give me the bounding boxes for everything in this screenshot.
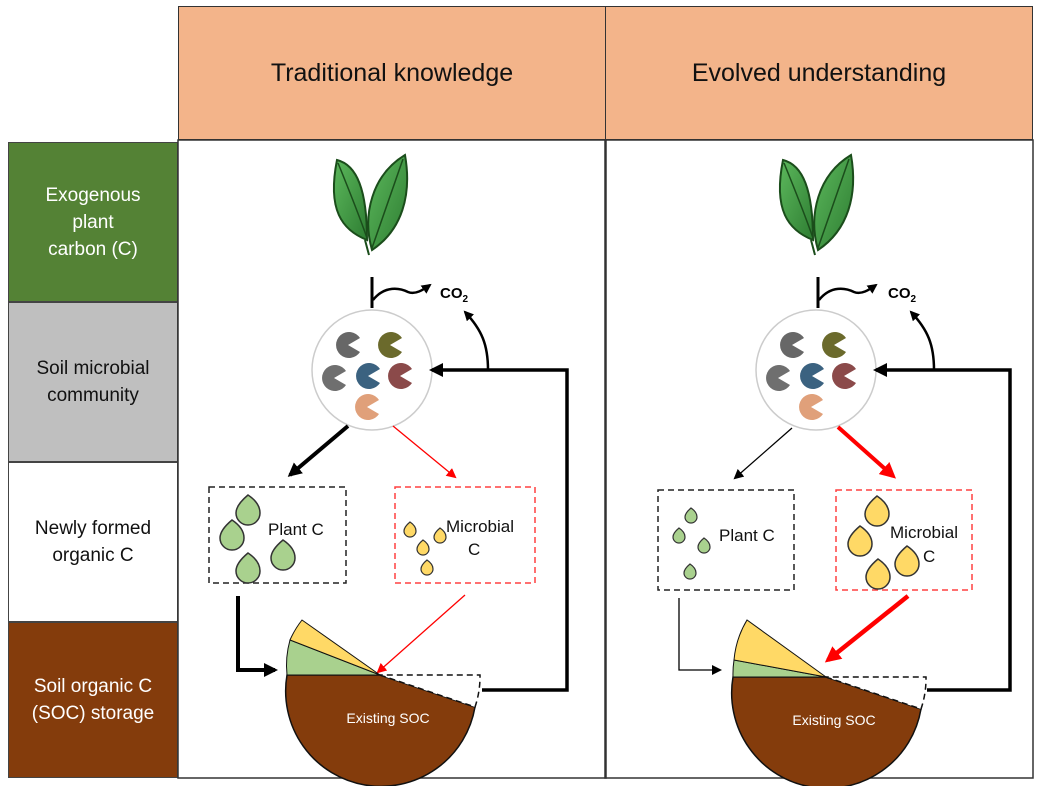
co2-label: CO2	[440, 285, 469, 305]
row-label-newly-formed-text: Newly formed organic C	[34, 518, 152, 566]
microbial-c-label-line2: C	[468, 540, 480, 559]
leaf-icon	[778, 153, 855, 256]
soc-pie: Existing SOC	[730, 619, 927, 786]
existing-soc-label-right: Existing SOC	[792, 712, 875, 728]
row-label-newly-formed: Newly formed organic C	[8, 462, 178, 622]
soc-to-microbes-loop	[429, 363, 569, 692]
header-traditional-text: Traditional knowledge	[270, 58, 514, 87]
row-label-exogenous: Exogenous plant carbon (C)	[8, 142, 178, 302]
existing-soc-label-left: Existing SOC	[346, 710, 429, 726]
plant-c-label: Plant C	[719, 526, 775, 545]
soc-to-microbes-loop	[873, 363, 1012, 692]
right-diagram: CO2 Plant C	[657, 153, 1012, 786]
row-label-soc-storage-text: Soil organic C (SOC) storage	[31, 676, 155, 724]
microbes-to-plant-c-arrow	[287, 424, 350, 477]
microbe-pacman-icons	[322, 332, 412, 421]
microbial-c-label-line1: Microbial	[890, 523, 958, 542]
header-evolved-text: Evolved understanding	[691, 58, 947, 87]
header-traditional: Traditional knowledge	[178, 6, 606, 140]
leaf-icon	[332, 153, 409, 256]
co2-label: CO2	[888, 285, 917, 305]
soc-pie: Existing SOC	[284, 619, 481, 786]
loop-co2-arrow	[909, 310, 936, 371]
microbes-to-plant-c-arrow	[733, 427, 793, 480]
plant-c-drops	[219, 494, 296, 584]
plant-c-to-soc-arrow	[678, 598, 722, 675]
plant-c-label: Plant C	[268, 520, 324, 539]
microbial-c-box	[394, 486, 536, 584]
co2-release-arrow	[372, 283, 432, 301]
row-label-microbial-text: Soil microbial community	[36, 358, 150, 406]
microbial-c-box	[835, 489, 973, 591]
left-diagram: CO2 Plant C	[208, 153, 569, 786]
plant-c-to-soc-arrow	[236, 596, 278, 677]
microbial-c-label-line2: C	[923, 547, 935, 566]
row-label-soc-storage: Soil organic C (SOC) storage	[8, 622, 178, 778]
microbial-c-to-soc-arrow	[824, 594, 910, 663]
microbial-c-drops	[403, 521, 447, 576]
loop-co2-arrow	[463, 310, 490, 371]
row-label-microbial: Soil microbial community	[8, 302, 178, 462]
microbial-c-drops	[847, 495, 920, 590]
microbial-c-label-line1: Microbial	[446, 517, 514, 536]
microbial-c-to-soc-arrow	[376, 594, 466, 674]
microbe-pacman-icons	[766, 332, 856, 421]
plant-c-drops	[672, 507, 711, 580]
row-label-exogenous-text: Exogenous plant carbon (C)	[45, 184, 141, 260]
microbes-to-microbial-c-arrow	[836, 425, 896, 479]
plant-c-box	[208, 486, 347, 584]
co2-release-arrow	[818, 283, 878, 301]
microbes-to-microbial-c-arrow	[392, 425, 457, 479]
plant-c-box	[657, 489, 795, 591]
